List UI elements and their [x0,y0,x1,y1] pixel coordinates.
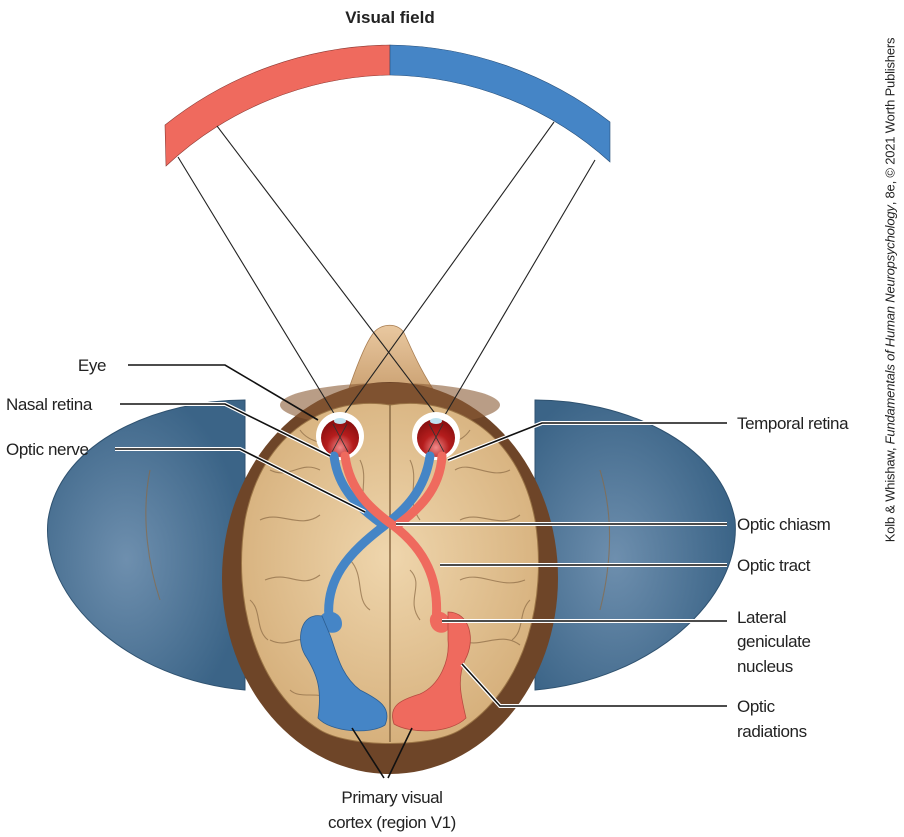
label-temporal-retina: Temporal retina [737,414,849,433]
copyright-credit: Kolb & Whishaw, Fundamentals of Human Ne… [883,38,898,543]
label-optic-chiasm: Optic chiasm [737,515,831,534]
right-ear [534,399,736,691]
label-lgn-line3: nucleus [737,657,793,676]
nose [344,324,441,401]
right-visual-field-pathway [324,451,435,631]
left-v1-cortex [300,615,388,732]
visual-field-title: Visual field [345,8,434,27]
ray-left-outer [177,156,339,421]
label-optic-tract: Optic tract [737,556,811,575]
right-eye [412,412,460,460]
left-ear [47,399,246,691]
ray-right-inner [339,121,555,421]
credit-edition: , 8e, © 2021 Worth Publishers [882,37,898,206]
label-v1-line1: Primary visual [341,788,442,807]
left-visual-field-pathway [340,451,447,627]
ray-right-outer [441,159,596,421]
visual-field-left-half [164,44,391,167]
label-optic-radiations-line2: radiations [737,722,807,741]
ray-left-inner [216,125,441,421]
visual-field-right-half [389,44,611,163]
label-eye: Eye [78,356,106,375]
label-lgn-line2: geniculate [737,632,811,651]
label-v1-line2: cortex (region V1) [328,813,456,832]
label-optic-nerve: Optic nerve [6,440,89,459]
right-v1-cortex [392,611,471,732]
right-lgn [429,611,450,633]
credit-book-title: Fundamentals of Human Neuropsychology [882,205,898,445]
label-nasal-retina: Nasal retina [6,395,93,414]
leader-lines [115,364,727,779]
label-optic-radiations-line1: Optic [737,697,776,716]
label-lgn-line1: Lateral [737,608,786,627]
left-eye [316,412,364,460]
credit-authors: Kolb & Whishaw, [882,444,898,543]
